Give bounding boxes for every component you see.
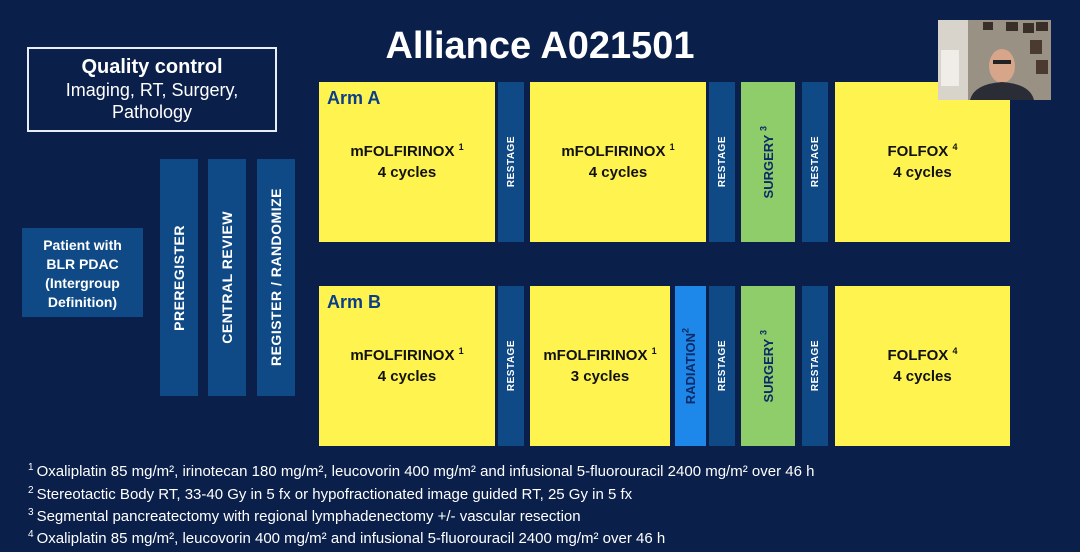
arm-b-box2-drug: mFOLFIRINOX xyxy=(543,347,648,364)
radiation-label: RADIATION xyxy=(683,332,698,405)
patient-line3: (Intergroup xyxy=(45,275,120,291)
arm-a-restage-2: RESTAGE xyxy=(709,82,735,242)
restage-label: RESTAGE xyxy=(809,340,821,392)
footnote-2-text: Stereotactic Body RT, 33-40 Gy in 5 fx o… xyxy=(36,486,633,503)
footnote-4-text: Oxaliplatin 85 mg/m², leucovorin 400 mg/… xyxy=(36,530,666,547)
slide-title: Alliance A021501 xyxy=(385,25,695,67)
arm-a-box1-drug: mFOLFIRINOX xyxy=(350,143,455,160)
surgery-label: SURGERY xyxy=(760,134,776,199)
register-randomize-step: REGISTER / RANDOMIZE xyxy=(257,159,295,396)
arm-a-restage-3: RESTAGE xyxy=(802,82,828,242)
preregister-step: PREREGISTER xyxy=(160,159,198,396)
arm-b-restage-2: RESTAGE xyxy=(709,286,735,446)
arm-b-box1-cycles: 4 cycles xyxy=(377,368,437,385)
arm-b-restage-1: RESTAGE xyxy=(498,286,524,446)
footnote-4-num: 4 xyxy=(28,529,34,540)
arm-b-radiation-sup: 2 xyxy=(680,327,691,333)
arm-a-box1-sup: 1 xyxy=(458,142,464,152)
restage-label: RESTAGE xyxy=(716,340,728,392)
patient-line2: BLR PDAC xyxy=(46,256,119,272)
arm-b-box3-cycles: 4 cycles xyxy=(893,368,952,385)
arm-b-box1-drug: mFOLFIRINOX xyxy=(350,347,455,364)
arm-a-box1: Arm A mFOLFIRINOX 1 4 cycles xyxy=(319,82,495,242)
arm-b-surgery: SURGERY 3 xyxy=(741,286,795,446)
footnote-3-num: 3 xyxy=(28,507,34,518)
presenter-image xyxy=(938,20,1051,100)
arm-a-box2-drug: mFOLFIRINOX xyxy=(561,143,666,160)
arm-a-box2-sup: 1 xyxy=(669,142,675,152)
arm-a-box3-cycles: 4 cycles xyxy=(893,164,952,181)
arm-b-box2-cycles: 3 cycles xyxy=(570,368,630,385)
arm-b-box3: FOLFOX 4 4 cycles xyxy=(835,286,1010,446)
arm-a-box2-cycles: 4 cycles xyxy=(588,164,648,181)
quality-control-line1: Imaging, RT, Surgery, xyxy=(65,80,239,100)
presenter-video xyxy=(938,20,1051,100)
quality-control-box: Quality control Imaging, RT, Surgery, Pa… xyxy=(27,47,277,132)
arm-b-box2-sup: 1 xyxy=(651,346,657,356)
quality-control-heading: Quality control xyxy=(81,56,223,78)
preregister-label: PREREGISTER xyxy=(171,224,187,331)
restage-label: RESTAGE xyxy=(809,136,821,188)
restage-label: RESTAGE xyxy=(505,340,517,392)
arm-a-box3-sup: 4 xyxy=(952,142,958,152)
arm-b-radiation: RADIATION2 xyxy=(675,286,706,446)
arm-a-box2: mFOLFIRINOX 1 4 cycles xyxy=(530,82,706,242)
restage-label: RESTAGE xyxy=(505,136,517,188)
arm-a-box1-cycles: 4 cycles xyxy=(377,164,437,181)
footnote-3-text: Segmental pancreatectomy with regional l… xyxy=(36,508,581,525)
central-review-label: CENTRAL REVIEW xyxy=(219,211,235,344)
arm-b-surgery-sup: 3 xyxy=(758,329,769,335)
patient-line1: Patient with xyxy=(43,237,122,253)
footnote-1-num: 1 xyxy=(28,462,34,473)
restage-label: RESTAGE xyxy=(716,136,728,188)
register-randomize-label: REGISTER / RANDOMIZE xyxy=(268,188,284,367)
arm-a-label: Arm A xyxy=(327,88,381,108)
patient-line4: Definition) xyxy=(47,294,118,310)
central-review-step: CENTRAL REVIEW xyxy=(208,159,246,396)
quality-control-line2: Pathology xyxy=(111,102,193,122)
arm-b-box1: Arm B mFOLFIRINOX 1 4 cycles xyxy=(319,286,495,446)
arm-a-restage-1: RESTAGE xyxy=(498,82,524,242)
arm-a-surgery-sup: 3 xyxy=(758,125,769,131)
arm-a-box3: FOLFOX 4 4 cycles xyxy=(835,82,1010,242)
footnote-2-num: 2 xyxy=(28,485,34,496)
patient-box: Patient with BLR PDAC (Intergroup Defini… xyxy=(22,228,143,317)
arm-b-restage-3: RESTAGE xyxy=(802,286,828,446)
arm-b-box3-drug: FOLFOX xyxy=(887,347,949,364)
arm-b-box1-sup: 1 xyxy=(458,346,464,356)
arm-b-box2: mFOLFIRINOX 1 3 cycles xyxy=(530,286,670,446)
arm-b-box3-sup: 4 xyxy=(952,346,958,356)
surgery-label: SURGERY xyxy=(760,338,776,403)
arm-a-box3-drug: FOLFOX xyxy=(887,143,949,160)
footnote-1-text: Oxaliplatin 85 mg/m², irinotecan 180 mg/… xyxy=(36,463,815,480)
arm-a-surgery: SURGERY 3 xyxy=(741,82,795,242)
arm-b-label: Arm B xyxy=(327,292,382,312)
